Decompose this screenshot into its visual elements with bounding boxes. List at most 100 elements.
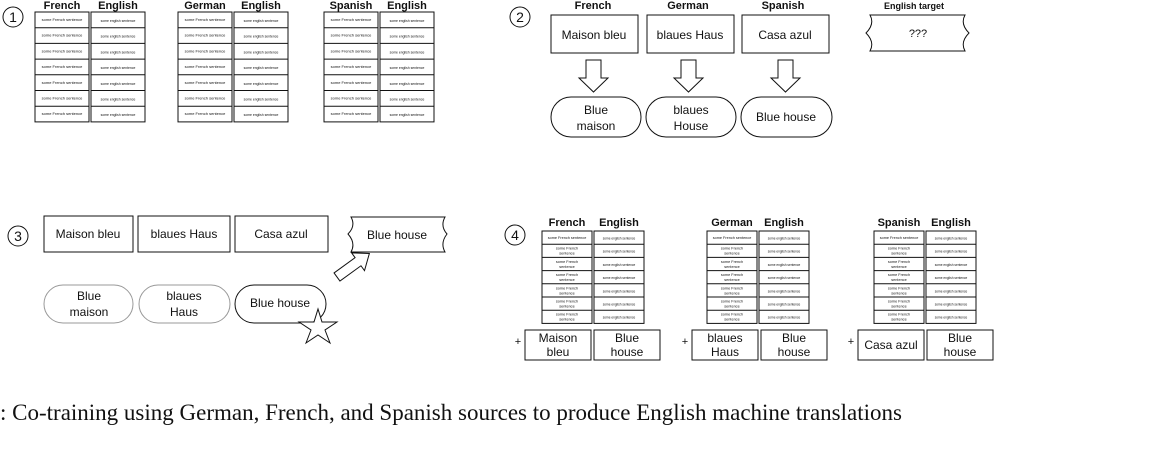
panel3-source-box-french	[43, 215, 134, 253]
panel2-source-text-german: blaues Haus	[657, 28, 724, 42]
panel4-new-target-box	[926, 329, 994, 361]
panel1-tgt-header: English	[387, 0, 427, 12]
panel1-source-cell: some French sentence	[185, 96, 226, 101]
panel1-tgt-header: English	[98, 0, 138, 12]
panel1-source-cell: some French sentence	[42, 96, 83, 101]
panel2-source-text-french: Maison bleu	[562, 28, 627, 42]
panel4-source-cell-line2: sentence	[891, 291, 906, 295]
panel1-source-cell: some French sentence	[185, 111, 226, 116]
panel4-new-source-text: Casa azul	[864, 338, 917, 352]
panel4-source-cell: some French sentence	[548, 236, 587, 240]
panel1-english-cell: some english sentence	[101, 50, 136, 54]
panel4-english-cell: some english sentence	[935, 237, 968, 241]
panel1-english-cell: some english sentence	[244, 98, 279, 102]
panel4-src-column	[706, 230, 758, 324]
panel4-english-cell: some english sentence	[935, 276, 968, 280]
panel4-new-source-box	[524, 329, 592, 361]
panel1-source-cell: some French sentence	[331, 64, 372, 69]
panel1-source-cell: some French sentence	[42, 80, 83, 85]
panel1-english-cell: some english sentence	[101, 98, 136, 102]
panel4-source-cell-line1: some French	[888, 313, 910, 317]
panel4-src-header: German	[711, 217, 753, 229]
panel1-source-cell: some French sentence	[42, 33, 83, 38]
panel4-source-cell-line2: sentence	[891, 318, 906, 322]
panel2-arrow-down-german	[672, 59, 705, 93]
panel4-english-cell: some english sentence	[603, 276, 636, 280]
panel1-english-cell: some english sentence	[244, 66, 279, 70]
panel3-translation-french-line2: maison	[70, 305, 109, 319]
panel4-tgt-header: English	[931, 217, 971, 229]
panel2-translation-german	[645, 96, 737, 138]
panel4-source-cell-line2: sentence	[724, 305, 739, 309]
panel4-english-cell: some english sentence	[768, 303, 801, 307]
panel1-source-cell: some French sentence	[42, 48, 83, 53]
panel4-tgt-column	[925, 230, 977, 324]
panel4-source-cell-line1: some French	[556, 313, 578, 317]
panel4-source-cell-line2: sentence	[724, 252, 739, 256]
panel2-target-text: ???	[909, 28, 927, 40]
panel2-translation-german-line1: blaues	[673, 103, 708, 117]
panel4-source-cell-line1: some French	[556, 273, 578, 277]
panel4-source-cell-line1: some French	[888, 273, 910, 277]
panel3-target-box	[347, 216, 448, 253]
panel4-new-target-box	[593, 329, 661, 361]
panel1-tgt-column	[379, 11, 435, 123]
panel4-source-cell-line1: some French	[556, 286, 578, 290]
panel1-english-cell: some english sentence	[101, 113, 136, 117]
panel4-english-cell: some english sentence	[768, 289, 801, 293]
panel2-translation-german-line2: House	[674, 119, 709, 133]
panel1-english-cell: some english sentence	[390, 50, 425, 54]
panel1-src-column	[323, 11, 379, 123]
panel1-english-cell: some english sentence	[390, 113, 425, 117]
panel4-english-cell: some english sentence	[768, 250, 801, 254]
panel1-english-cell: some english sentence	[244, 19, 279, 23]
plus-sign: +	[682, 336, 688, 348]
panel2-source-box-french	[550, 14, 639, 54]
panel1-src-column	[34, 11, 90, 123]
panel4-source-cell-line1: some French	[888, 300, 910, 304]
panel1-tgt-column	[233, 11, 289, 123]
panel4-source-cell-line1: some French	[888, 260, 910, 264]
panel4-english-cell: some english sentence	[935, 316, 968, 320]
panel1-source-cell: some French sentence	[331, 80, 372, 85]
panel4-source-cell-line1: some French	[888, 247, 910, 251]
panel4-source-cell-line2: sentence	[891, 265, 906, 269]
star-icon	[297, 307, 339, 345]
panel4-new-target-line1: Blue	[782, 331, 806, 345]
panel1-source-cell: some French sentence	[331, 111, 372, 116]
panel4-source-cell-line2: sentence	[559, 252, 574, 256]
panel3-target-text: Blue house	[367, 228, 427, 242]
panel1-source-cell: some French sentence	[42, 17, 83, 22]
panel4-source-cell-line2: sentence	[559, 265, 574, 269]
panel1-tgt-header: English	[241, 0, 281, 12]
panel1-english-cell: some english sentence	[101, 66, 136, 70]
step-4-marker: 4	[504, 224, 526, 246]
panel3-translation-spanish-line1: Blue house	[250, 296, 310, 310]
panel1-english-cell: some english sentence	[244, 82, 279, 86]
panel4-tgt-column	[758, 230, 810, 324]
panel1-english-cell: some english sentence	[244, 113, 279, 117]
panel2-target-header: English target	[884, 1, 944, 11]
panel4-source-cell-line1: some French	[721, 247, 743, 251]
panel1-english-cell: some english sentence	[244, 50, 279, 54]
panel4-new-target-line2: house	[944, 345, 977, 359]
panel1-source-cell: some French sentence	[42, 111, 83, 116]
panel4-english-cell: some english sentence	[603, 303, 636, 307]
panel4-new-source-line2: bleu	[547, 345, 570, 359]
panel1-source-cell: some French sentence	[185, 17, 226, 22]
panel4-english-cell: some english sentence	[935, 289, 968, 293]
panel4-new-target-line1: Blue	[615, 331, 639, 345]
panel1-english-cell: some english sentence	[244, 35, 279, 39]
panel4-src-header: Spanish	[878, 217, 921, 229]
panel4-english-cell: some english sentence	[768, 316, 801, 320]
panel3-source-text-spanish: Casa azul	[254, 227, 307, 241]
panel4-source-cell-line1: some French	[556, 247, 578, 251]
panel4-table-spanish: Spanish English some French sentence some e…	[848, 217, 994, 361]
panel2-arrow-down-french	[577, 59, 610, 93]
panel3-translation-german-line2: Haus	[170, 305, 198, 319]
plus-sign: +	[515, 336, 521, 348]
step-2-marker: 2	[509, 6, 531, 28]
panel1-source-cell: some French sentence	[185, 33, 226, 38]
